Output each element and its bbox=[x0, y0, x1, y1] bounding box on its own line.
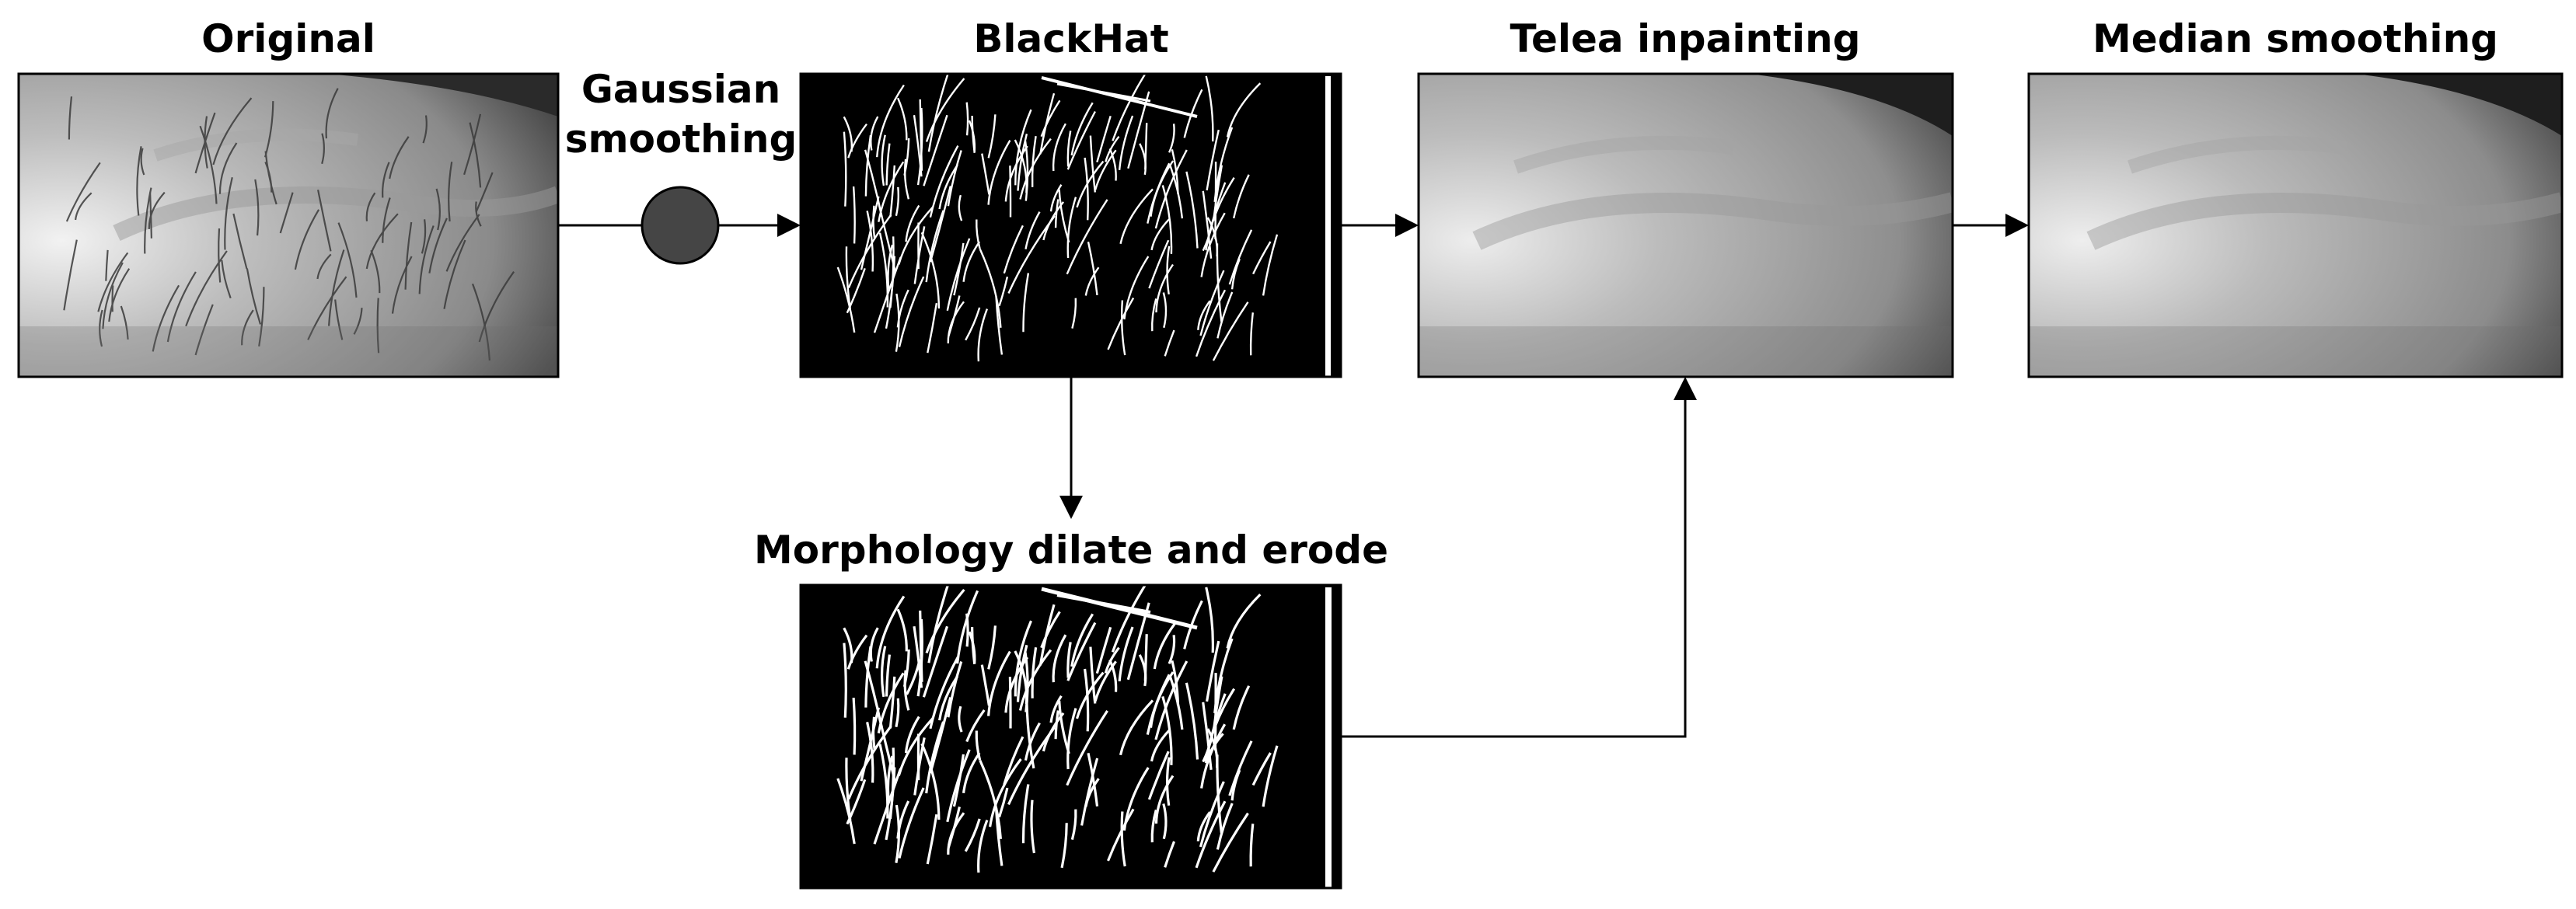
edge-morphology-to-telea bbox=[1341, 377, 1697, 738]
original-image bbox=[19, 74, 558, 377]
dilated-hair-mask-strands bbox=[836, 585, 1279, 873]
telea-title: Telea inpainting bbox=[1510, 16, 1860, 61]
blackhat-image bbox=[801, 74, 1341, 377]
gaussian-smoothing-node bbox=[641, 186, 720, 265]
median-frame bbox=[2027, 72, 2564, 378]
hair-mask-strands bbox=[836, 74, 1279, 362]
hair-strands bbox=[63, 88, 515, 361]
telea-image bbox=[1419, 74, 1953, 377]
morphology-title: Morphology dilate and erode bbox=[754, 528, 1388, 573]
gaussian-label-line2: smoothing bbox=[565, 117, 798, 162]
morphology-image bbox=[801, 585, 1341, 888]
blackhat-title: BlackHat bbox=[973, 16, 1168, 61]
median-image bbox=[2029, 74, 2562, 377]
median-title: Median smoothing bbox=[2093, 16, 2498, 61]
original-title: Original bbox=[201, 16, 375, 61]
gaussian-label-line1: Gaussian bbox=[581, 67, 780, 112]
